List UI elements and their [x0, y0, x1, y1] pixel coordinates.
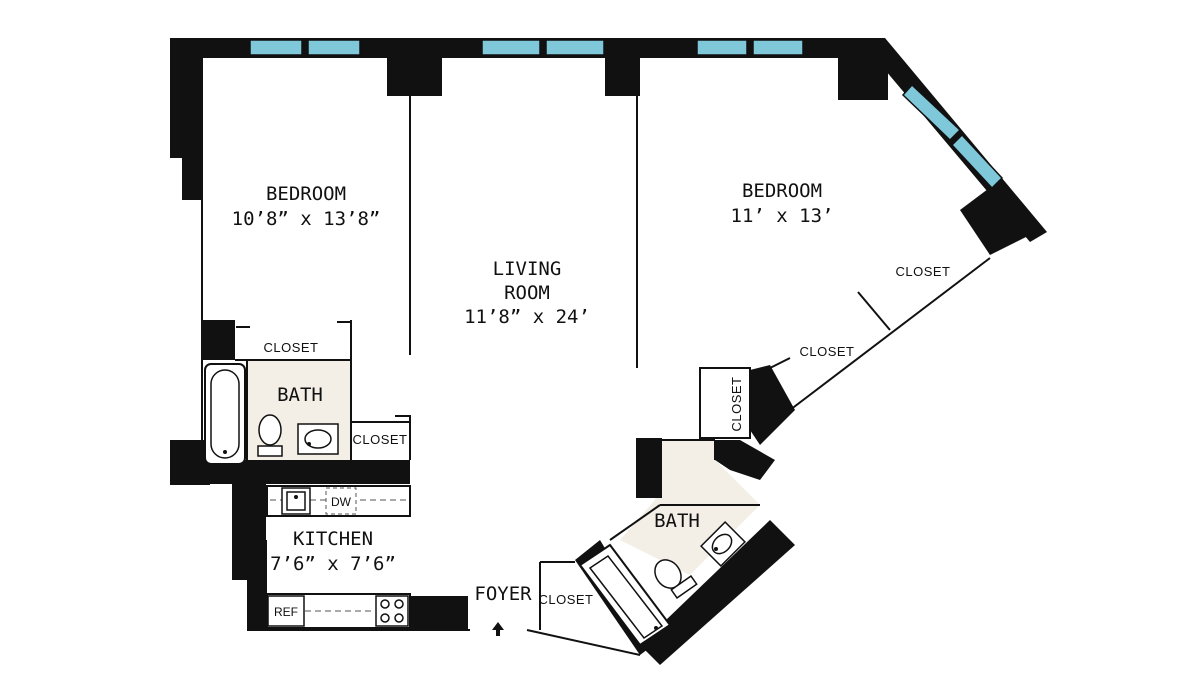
- bath-right-name: BATH: [654, 510, 700, 532]
- closet-label: CLOSET: [538, 592, 593, 607]
- refrigerator: [267, 595, 305, 627]
- dishwasher: [325, 487, 357, 515]
- window-icon: [901, 83, 962, 142]
- toilet-icon: [257, 414, 283, 457]
- bathtub-icon: [204, 363, 246, 465]
- closet-label: CLOSET: [895, 264, 950, 279]
- kitchen-size: 7’6” x 7’6”: [270, 553, 396, 575]
- window-icon: [307, 39, 361, 56]
- bedroom-left-size: 10’8” x 13’8”: [232, 208, 381, 230]
- sink-icon: [281, 487, 311, 515]
- living-name-line1: LIVING: [493, 258, 562, 280]
- bath-left-name: BATH: [277, 384, 323, 406]
- window-icon: [950, 133, 1004, 190]
- window-icon: [696, 39, 748, 56]
- foyer-name: FOYER: [474, 583, 532, 605]
- bedroom-left-name: BEDROOM: [266, 183, 346, 205]
- bath-right-tile: [620, 440, 760, 575]
- window-icon: [249, 39, 303, 56]
- closet-label: CLOSET: [729, 376, 744, 431]
- living-size: 11’8” x 24’: [464, 306, 590, 328]
- sink-icon: [700, 521, 746, 567]
- sink-icon: [297, 423, 339, 455]
- window-icon: [545, 39, 605, 56]
- partitions: [201, 58, 991, 656]
- closet-label: CLOSET: [799, 344, 854, 359]
- closet-label: CLOSET: [263, 340, 318, 355]
- bathtub-icon: [578, 543, 672, 647]
- windows: [249, 39, 1004, 190]
- dishwasher-label: DW: [331, 495, 352, 509]
- refrigerator-label: REF: [274, 605, 298, 619]
- toilet-icon: [654, 559, 698, 600]
- stove-icon: [375, 595, 409, 627]
- kitchen-name: KITCHEN: [293, 528, 373, 550]
- entry-arrow-icon: [492, 622, 504, 636]
- bedroom-right-size: 11’ x 13’: [731, 205, 834, 227]
- bedroom-right-name: BEDROOM: [742, 180, 822, 202]
- closet-label: CLOSET: [352, 432, 407, 447]
- window-icon: [481, 39, 541, 56]
- living-name-line2: ROOM: [504, 282, 550, 304]
- window-icon: [752, 39, 804, 56]
